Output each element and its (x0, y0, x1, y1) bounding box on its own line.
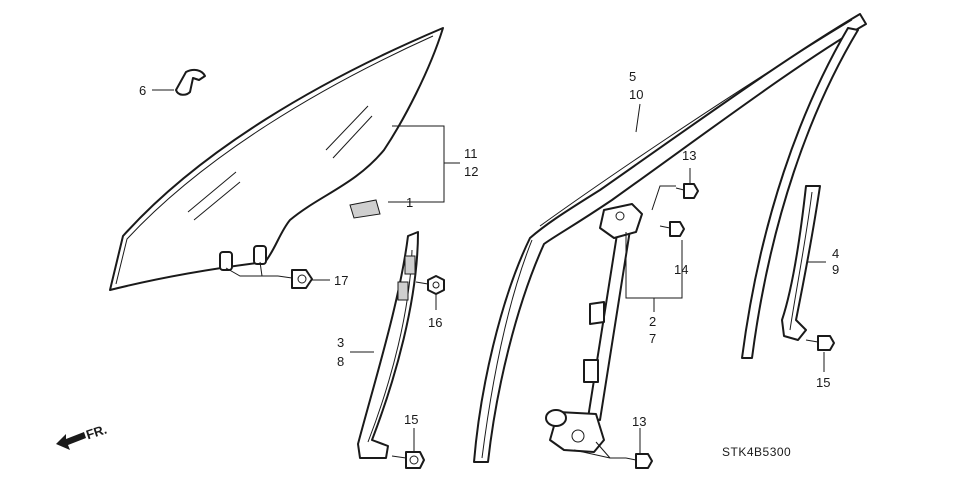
callout-10: 10 (629, 87, 643, 102)
door-glass (109, 27, 444, 291)
bolt-15-left (391, 451, 425, 469)
clip-part-6 (175, 68, 206, 96)
rear-run-channel (741, 27, 859, 359)
glass-label-sticker (349, 199, 381, 219)
callout-1: 1 (406, 195, 413, 210)
callout-3: 3 (337, 335, 344, 350)
glass-clip-right (253, 245, 267, 265)
callout-6: 6 (139, 83, 146, 98)
callout-15-left: 15 (404, 412, 418, 427)
bolt-14 (659, 221, 685, 237)
callout-15-right: 15 (816, 375, 830, 390)
bolt-13-upper (675, 183, 699, 199)
callout-9: 9 (832, 262, 839, 277)
bolt-15-right (805, 335, 835, 351)
window-regulator (545, 203, 643, 453)
callout-14: 14 (674, 262, 688, 277)
bolt-13-lower (625, 453, 653, 469)
callout-13-upper: 13 (682, 148, 696, 163)
callout-16: 16 (428, 315, 442, 330)
rear-sash (781, 185, 821, 341)
nut-16 (427, 275, 445, 295)
lower-sash-left (357, 231, 419, 459)
callout-17: 17 (334, 273, 348, 288)
callout-7: 7 (649, 331, 656, 346)
callout-8: 8 (337, 354, 344, 369)
bolt-17 (277, 269, 313, 289)
front-direction-arrow-icon (56, 432, 86, 450)
front-run-channel (473, 13, 867, 463)
front-direction-label: FR. (84, 422, 109, 443)
callout-4: 4 (832, 246, 839, 261)
callout-2: 2 (649, 314, 656, 329)
callout-13-lower: 13 (632, 414, 646, 429)
diagram-code: STK4B5300 (722, 445, 791, 459)
callout-5: 5 (629, 69, 636, 84)
callout-12: 12 (464, 164, 478, 179)
callout-11: 11 (464, 146, 478, 161)
glass-clip-left (219, 251, 233, 271)
